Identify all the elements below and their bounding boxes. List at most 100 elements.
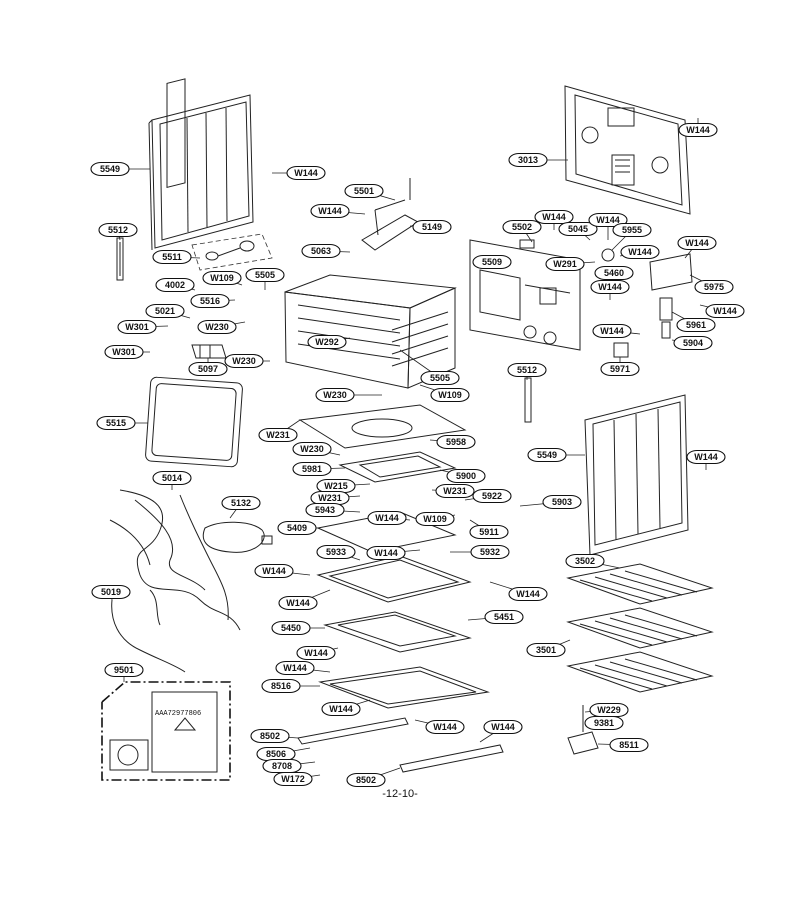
callout-oval: [152, 249, 192, 265]
callout-oval: [677, 235, 717, 251]
leader-lines: [110, 118, 726, 781]
callout-text: 9381: [594, 718, 614, 728]
callout-text: 8502: [260, 731, 280, 741]
callout-oval: [526, 642, 566, 658]
callout-oval: [278, 595, 318, 611]
callout-oval: [534, 209, 574, 225]
callout-oval: [483, 719, 523, 735]
front-rail-part: [297, 717, 409, 745]
callout-text: 5549: [537, 450, 557, 460]
callout-oval: [412, 219, 452, 235]
right-door-part: [584, 394, 689, 556]
callout-w144-a: W144: [286, 165, 326, 181]
callout-text: W144: [713, 306, 737, 316]
callout-text: W144: [283, 663, 307, 673]
callout-text: 9501: [114, 665, 134, 675]
callout-oval: [271, 620, 311, 636]
callout-oval: [678, 122, 718, 138]
callout-text: 5460: [604, 268, 624, 278]
callout-oval: [202, 270, 242, 286]
leveler-part: [567, 705, 599, 755]
callout-text: 5097: [198, 364, 218, 374]
callout-oval: [91, 584, 131, 600]
callout-text: W109: [210, 273, 234, 283]
callout-w144-d: W144: [534, 209, 574, 225]
callout-text: W109: [423, 514, 447, 524]
callout-text: 5021: [155, 306, 175, 316]
callout-w109-c: W109: [415, 511, 455, 527]
callout-text: 3013: [518, 155, 538, 165]
callout-oval: [436, 434, 476, 450]
callout-text: W292: [315, 337, 339, 347]
callout-text: W144: [542, 212, 566, 222]
callout-oval: [527, 447, 567, 463]
callout-w231-b: W231: [310, 490, 350, 506]
callout-text: 5958: [446, 437, 466, 447]
callout-w291: W291: [545, 256, 585, 272]
callout-text: 5961: [686, 320, 706, 330]
callout-oval: [592, 323, 632, 339]
callout-5904: 5904: [673, 335, 713, 351]
callout-oval: [275, 660, 315, 676]
callout-oval: [542, 494, 582, 510]
callout-oval: [484, 609, 524, 625]
callout-oval: [366, 545, 406, 561]
callout-text: 5932: [480, 547, 500, 557]
callout-oval: [584, 715, 624, 731]
callout-5943: 5943: [305, 502, 345, 518]
callout-text: 5512: [108, 225, 128, 235]
callout-text: W231: [266, 430, 290, 440]
callout-text: W144: [685, 238, 709, 248]
callout-oval: [446, 468, 486, 484]
callout-oval: [367, 510, 407, 526]
callout-w229: W229: [589, 702, 629, 718]
callout-text: 5549: [100, 164, 120, 174]
callout-oval: [273, 771, 313, 787]
callout-oval: [254, 563, 294, 579]
callout-oval: [98, 222, 138, 238]
callout-oval: [258, 427, 298, 443]
callout-oval: [117, 319, 157, 335]
callout-w144-p: W144: [296, 645, 336, 661]
callout-w301-a: W301: [117, 319, 157, 335]
callout-5900: 5900: [446, 468, 486, 484]
callout-oval: [472, 254, 512, 270]
callout-text: 5512: [517, 365, 537, 375]
callout-5021: 5021: [145, 303, 185, 319]
callout-text: 5900: [456, 471, 476, 481]
control-components-part: [519, 239, 693, 358]
callout-w231-c: W231: [435, 483, 475, 499]
callout-oval: [609, 737, 649, 753]
callout-oval: [155, 277, 195, 293]
hinge-cluster-part: [191, 233, 273, 271]
callout-text: W144: [329, 704, 353, 714]
callout-text: W230: [323, 390, 347, 400]
callout-w144-u: W144: [686, 449, 726, 465]
callout-w231-a: W231: [258, 427, 298, 443]
callout-oval: [705, 303, 745, 319]
callout-oval: [315, 387, 355, 403]
callout-w144-f: W144: [620, 244, 660, 260]
callout-text: W144: [304, 648, 328, 658]
bottom-plate-part: [298, 404, 467, 449]
callout-5549-a: 5549: [90, 161, 130, 177]
callout-text: W144: [628, 247, 652, 257]
callout-text: 8506: [266, 749, 286, 759]
base-pan-part: [318, 666, 490, 709]
callout-oval: [558, 221, 598, 237]
callout-oval: [469, 524, 509, 540]
callout-8516: 8516: [261, 678, 301, 694]
wiring-bracket-part: [191, 344, 227, 359]
callout-oval: [673, 335, 713, 351]
callout-text: W144: [596, 215, 620, 225]
callout-5961: 5961: [676, 317, 716, 333]
callout-w144-m: W144: [254, 563, 294, 579]
callout-oval: [261, 678, 301, 694]
callout-oval: [321, 701, 361, 717]
callout-oval: [286, 165, 326, 181]
callout-oval: [502, 219, 542, 235]
callout-5501: 5501: [344, 183, 384, 199]
callout-text: W144: [598, 282, 622, 292]
callout-text: 3502: [575, 556, 595, 566]
callout-oval: [508, 152, 548, 168]
